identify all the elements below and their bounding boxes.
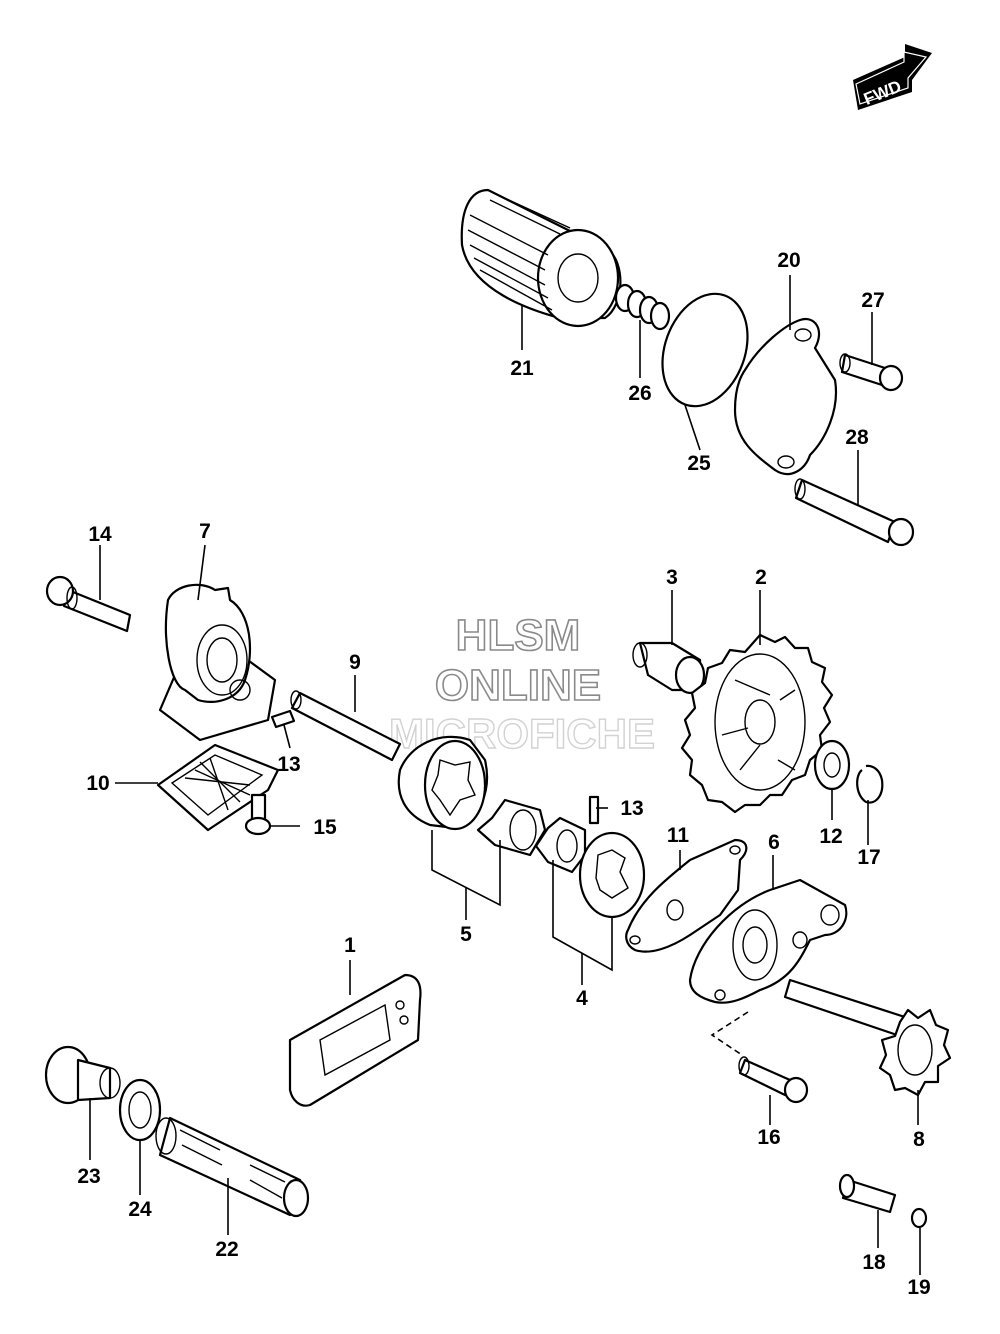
callout-16: 16 [757, 1126, 780, 1149]
callout-4: 4 [576, 987, 588, 1010]
part-1-plate [288, 973, 422, 1107]
callout-10: 10 [86, 772, 109, 795]
callout-17: 17 [857, 846, 880, 869]
watermark: HLSM ONLINE MICROFICHE [388, 610, 655, 758]
part-25-o-ring [661, 292, 749, 408]
part-27-bolt [839, 353, 904, 392]
callout-14: 14 [88, 523, 112, 546]
callout-19: 19 [907, 1276, 930, 1299]
callout-7: 7 [199, 520, 211, 543]
part-10-screen-gasket [156, 743, 280, 832]
part-14-flange-bolt [45, 575, 132, 633]
part-4-outer-rotor [578, 831, 646, 919]
callout-8: 8 [913, 1128, 925, 1151]
part-3-idler-shaft [632, 641, 706, 695]
part-22-oil-strainer [155, 1116, 310, 1218]
part-2-oil-pump-gear [680, 633, 834, 814]
leader-lines [89, 275, 921, 1275]
part-5-inner-rotor [476, 798, 547, 857]
part-21-oil-filter [460, 188, 622, 328]
part-9-pump-shaft [290, 690, 402, 762]
part-19-o-ring [910, 1207, 928, 1229]
callout-12: 12 [819, 825, 842, 848]
callout-25: 25 [687, 452, 711, 475]
part-18-pipe [838, 1173, 897, 1214]
part-17-circlip [856, 764, 884, 804]
watermark-line1: HLSM [456, 611, 581, 660]
callout-9: 9 [349, 651, 361, 674]
part-12-washer [813, 739, 851, 791]
callout-6: 6 [768, 831, 780, 854]
part-5-outer-rotor [397, 735, 489, 831]
callout-24: 24 [128, 1198, 152, 1221]
part-23-drain-plug [44, 1045, 121, 1105]
part-13-dowel-pin-lower [588, 795, 600, 825]
callout-20: 20 [777, 249, 800, 272]
callout-labels: 21 26 25 20 27 28 14 7 9 13 10 15 13 3 2… [77, 249, 930, 1299]
part-13-dowel-pin-upper [270, 709, 296, 729]
callout-21: 21 [510, 357, 534, 380]
part-24-washer [118, 1078, 162, 1142]
part-16-bolt [738, 1056, 809, 1104]
part-6-pump-cover [688, 878, 848, 1004]
callout-22: 22 [215, 1238, 238, 1261]
part-26-spring [614, 283, 671, 331]
part-7-strainer-housing [158, 583, 277, 742]
callout-23: 23 [77, 1165, 100, 1188]
callout-11: 11 [667, 824, 690, 847]
part-11-pump-gasket [625, 838, 748, 953]
callout-27: 27 [861, 289, 884, 312]
part-4-inner-rotor [534, 816, 587, 874]
callout-13-lower: 13 [620, 797, 643, 820]
callout-3: 3 [666, 566, 678, 589]
callout-1: 1 [344, 934, 356, 957]
callout-2: 2 [755, 566, 767, 589]
callout-15: 15 [313, 816, 337, 839]
part-15-bolt [244, 793, 272, 836]
fwd-direction-badge: FWD [853, 44, 932, 110]
callout-5: 5 [460, 923, 472, 946]
callout-18: 18 [862, 1251, 886, 1274]
callout-13-upper: 13 [277, 753, 300, 776]
part-8-rotor-shaft [783, 978, 952, 1097]
callout-28: 28 [845, 426, 869, 449]
watermark-line2: ONLINE [435, 661, 601, 710]
part-28-long-bolt [794, 478, 915, 547]
part-20-filter-cap [733, 317, 838, 476]
callout-26: 26 [628, 382, 651, 405]
